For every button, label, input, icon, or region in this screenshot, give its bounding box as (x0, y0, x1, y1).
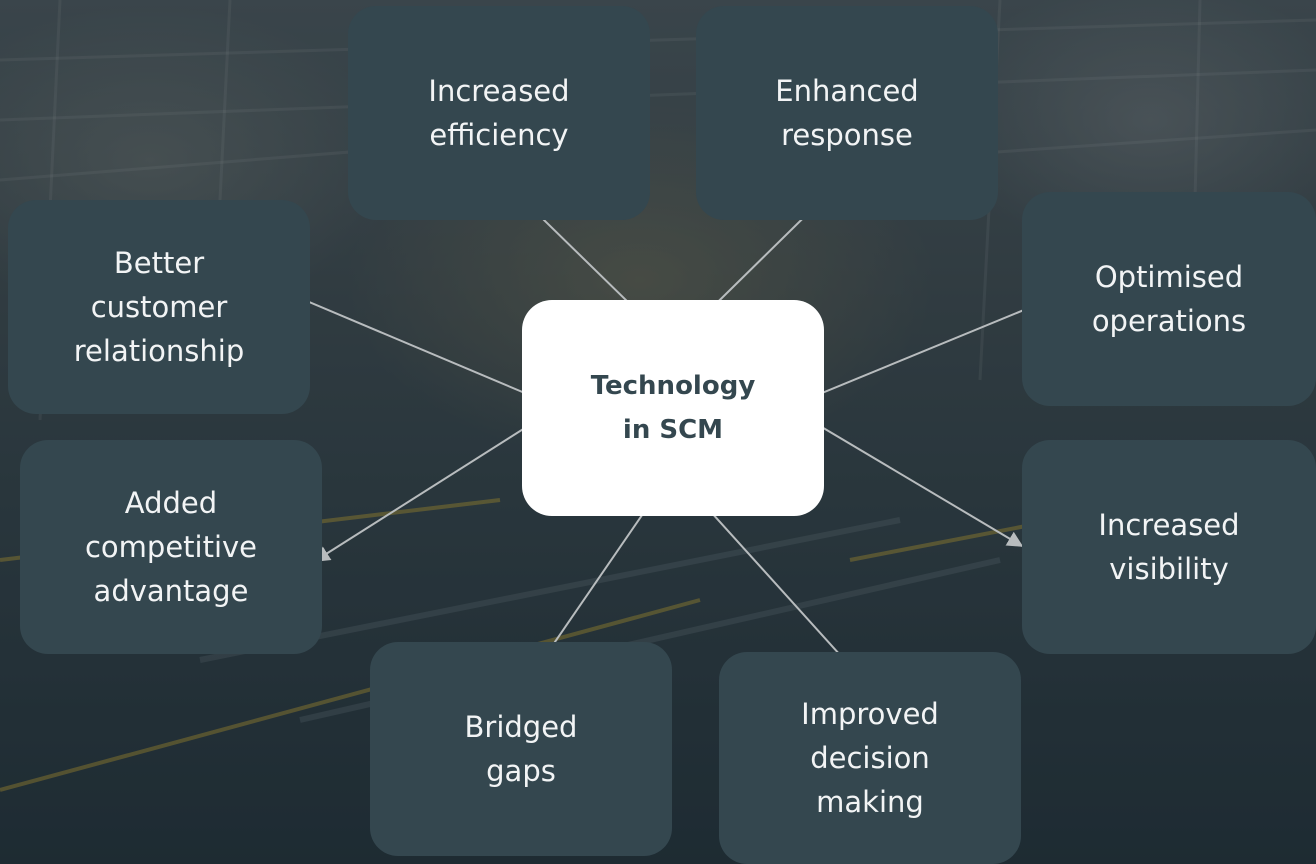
node-better-customer-relationship: Better customer relationship (8, 200, 310, 414)
node-enhanced-response: Enhanced response (696, 6, 998, 220)
node-increased-visibility: Increased visibility (1022, 440, 1316, 654)
node-optimised-operations: Optimised operations (1022, 192, 1316, 406)
node-improved-decision-making: Improved decision making (719, 652, 1021, 864)
node-increased-efficiency: Increased efficiency (348, 6, 650, 220)
center-node-technology-in-scm: Technology in SCM (522, 300, 824, 516)
node-added-competitive-advantage: Added competitive advantage (20, 440, 322, 654)
node-bridged-gaps: Bridged gaps (370, 642, 672, 856)
